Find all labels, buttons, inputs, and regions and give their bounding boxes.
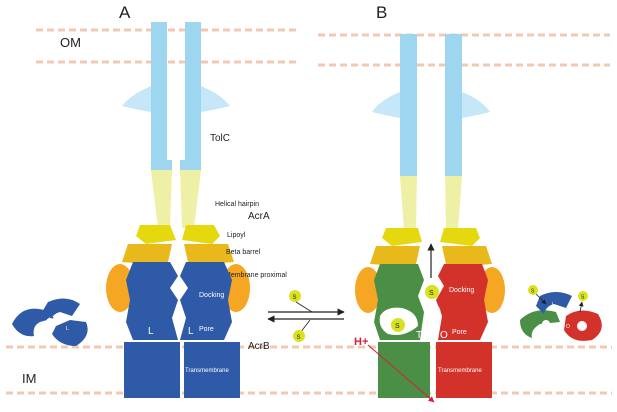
helical-hairpin-a bbox=[151, 170, 201, 228]
pore-b-label: Pore bbox=[452, 329, 467, 336]
top-view-o-letter: O bbox=[566, 324, 570, 330]
proton-label: H+ bbox=[354, 336, 368, 348]
acra-label: AcrA bbox=[248, 211, 270, 222]
substrate-bottom: S bbox=[293, 330, 305, 342]
top-view-arrow-in bbox=[535, 293, 547, 305]
t-label: T bbox=[416, 330, 422, 341]
substrate-top-view-1: S bbox=[528, 285, 538, 295]
svg-text:S: S bbox=[581, 295, 585, 301]
helical-hairpin-label: Helical hairpin bbox=[215, 201, 259, 208]
inner-membrane-label: IM bbox=[22, 371, 36, 386]
top-view-a-letter-2: L bbox=[66, 326, 69, 332]
substrate-top-view-2: S bbox=[578, 291, 588, 301]
tolc-a bbox=[122, 22, 230, 170]
proton-arrow bbox=[367, 344, 435, 403]
substrate-top: S bbox=[289, 290, 301, 302]
exit-channel bbox=[426, 300, 441, 322]
panel-a-label: A bbox=[119, 3, 131, 22]
beta-barrel-a bbox=[122, 244, 234, 264]
beta-barrel-label: Beta barrel bbox=[226, 249, 261, 256]
acrb-label: AcrB bbox=[248, 341, 270, 352]
svg-text:S: S bbox=[531, 289, 535, 295]
substrate-path-top bbox=[295, 301, 313, 313]
beta-barrel-b bbox=[370, 246, 492, 266]
inner-membrane bbox=[6, 345, 612, 395]
tolc-b bbox=[372, 34, 490, 176]
outer-membrane-label: OM bbox=[60, 35, 81, 50]
svg-text:S: S bbox=[429, 290, 434, 297]
l-left-label: L bbox=[148, 326, 154, 337]
l-right-label: L bbox=[188, 326, 194, 337]
top-view-arrow-out bbox=[578, 301, 584, 313]
acrb-top-view-b bbox=[520, 292, 602, 341]
top-view-t-letter: T bbox=[543, 322, 546, 328]
lipoyl-a bbox=[136, 225, 220, 244]
membrane-proximal-label: Membrane proximal bbox=[225, 272, 287, 279]
docking-b-label: Docking bbox=[449, 287, 474, 294]
transmembrane-b-label: Transmembrane bbox=[438, 368, 482, 374]
top-view-l-letter: L bbox=[552, 302, 555, 308]
panel-b-label: B bbox=[376, 3, 387, 22]
svg-text:S: S bbox=[297, 335, 301, 341]
membrane-proximal-a bbox=[106, 264, 250, 312]
pore-a-label: Pore bbox=[199, 326, 214, 333]
acrb-a bbox=[124, 262, 240, 398]
outer-membrane-b bbox=[318, 33, 610, 67]
transmembrane-a-label: Transmembrane bbox=[185, 368, 229, 374]
svg-text:S: S bbox=[293, 295, 297, 301]
substrate-bound-tight: S bbox=[391, 318, 405, 332]
docking-a-label: Docking bbox=[199, 292, 224, 299]
substrate-exiting: S bbox=[425, 285, 439, 299]
outer-membrane-a bbox=[36, 28, 300, 64]
top-view-a-letter-1: L bbox=[49, 317, 52, 323]
tolc-label: TolC bbox=[210, 133, 230, 144]
lipoyl-label: Lipoyl bbox=[227, 232, 246, 239]
svg-text:S: S bbox=[395, 323, 400, 330]
acrb-b-open bbox=[436, 264, 492, 398]
lipoyl-b bbox=[382, 228, 480, 246]
o-label: O bbox=[440, 330, 448, 341]
acrb-top-view-a bbox=[12, 298, 88, 346]
helical-hairpin-b bbox=[400, 176, 462, 230]
